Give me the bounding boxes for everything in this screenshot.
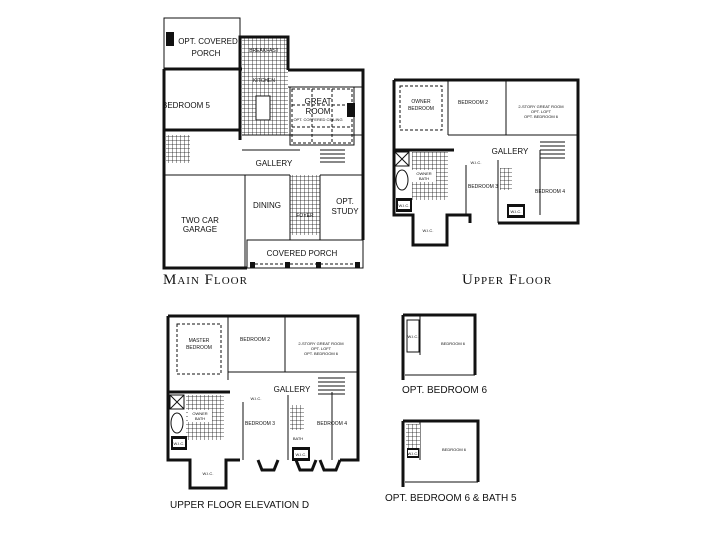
upper-floor-elevation-d-plan: MASTER BEDROOM BEDROOM 2 2-STORY GREAT R… bbox=[166, 314, 360, 490]
room-2story-great-room-l2: OPT. LOFT bbox=[311, 346, 332, 351]
room-opt-study-l2: STUDY bbox=[331, 207, 359, 216]
room-garage-l2: GARAGE bbox=[183, 225, 217, 234]
room-wic-a: W.I.C. bbox=[399, 203, 410, 208]
room-bedroom5: BEDROOM 5 bbox=[162, 101, 211, 110]
room-bedroom2: BEDROOM 2 bbox=[240, 337, 270, 343]
tub-icon bbox=[395, 169, 409, 191]
room-foyer: FOYER bbox=[296, 213, 314, 219]
room-great-room-note: OPT. COFFERED CEILING bbox=[293, 117, 342, 122]
upper-floor-title: Upper Floor bbox=[462, 272, 553, 288]
room-opt-covered-porch-l1: OPT. COVERED bbox=[178, 37, 238, 46]
room-great-room-l1: GREAT bbox=[305, 97, 332, 106]
opt-bedroom6-bath5-plan: W.I.C. BEDROOM 6 bbox=[401, 419, 480, 487]
stairs bbox=[320, 149, 345, 163]
room-wic-b: W.I.C. bbox=[203, 471, 214, 476]
room-owner-bath-l2: BATH bbox=[419, 176, 429, 181]
room-2story-great-room-l1: 2-STORY GREAT ROOM bbox=[518, 104, 563, 109]
stairs bbox=[318, 377, 345, 395]
room-gallery: GALLERY bbox=[256, 159, 293, 168]
room-owner-bath-l1: OWNER bbox=[416, 171, 431, 176]
room-master-bedroom-l2: BEDROOM bbox=[186, 345, 212, 351]
room-garage-l1: TWO CAR bbox=[181, 216, 219, 225]
room-bedroom2: BEDROOM 2 bbox=[458, 100, 488, 106]
opt-bedroom6-bath5-title: OPT. BEDROOM 6 & BATH 5 bbox=[385, 493, 517, 504]
room-bedroom3: BEDROOM 3 bbox=[468, 184, 498, 190]
room-dining: DINING bbox=[253, 201, 281, 210]
fireplace-icon bbox=[347, 103, 355, 117]
kitchen-island bbox=[255, 95, 271, 121]
room-wic-a: W.I.C. bbox=[174, 441, 185, 446]
stairs bbox=[540, 141, 565, 159]
room-owner-bedroom-l1: OWNER bbox=[411, 99, 431, 105]
room-wic-c: W.I.C. bbox=[471, 160, 482, 165]
main-floor-title: Main Floor bbox=[163, 272, 248, 288]
room-owner-bedroom-l2: BEDROOM bbox=[408, 106, 434, 112]
room-wic-c: W.I.C. bbox=[251, 396, 262, 401]
room-bath: BATH bbox=[293, 436, 303, 441]
room-2story-great-room-l3: OPT. BEDROOM 6 bbox=[304, 351, 339, 356]
room-kitchen: KITCHEN bbox=[253, 78, 275, 84]
room-2story-great-room-l3: OPT. BEDROOM 6 bbox=[524, 114, 559, 119]
room-gallery: GALLERY bbox=[274, 385, 311, 394]
room-master-bedroom-l1: MASTER bbox=[189, 338, 210, 344]
room-covered-porch: COVERED PORCH bbox=[267, 249, 338, 258]
room-great-room-l2: ROOM bbox=[306, 107, 331, 116]
room-wic: W.I.C. bbox=[408, 451, 419, 456]
room-owner-bath-l2: BATH bbox=[195, 416, 205, 421]
room-breakfast: BREAKFAST bbox=[249, 48, 278, 54]
room-wic-d: W.I.C. bbox=[296, 452, 307, 457]
main-floor-plan: OPT. COVERED PORCH BREAKFAST KITCHEN GRE… bbox=[162, 17, 365, 270]
room-bedroom6: BEDROOM 6 bbox=[442, 447, 467, 452]
room-bedroom4: BEDROOM 4 bbox=[317, 421, 347, 427]
room-bedroom6: BEDROOM 6 bbox=[441, 341, 466, 346]
upper-floor-elevation-d-title: UPPER FLOOR ELEVATION D bbox=[170, 500, 310, 511]
room-bedroom3: BEDROOM 3 bbox=[245, 421, 275, 427]
room-wic: W.I.C. bbox=[408, 334, 419, 339]
room-opt-covered-porch-l2: PORCH bbox=[192, 49, 221, 58]
upper-floor-plan: OWNER BEDROOM BEDROOM 2 2-STORY GREAT RO… bbox=[392, 78, 580, 247]
room-owner-bath-l1: OWNER bbox=[192, 411, 207, 416]
opt-bedroom6-plan: W.I.C. BEDROOM 6 bbox=[401, 313, 477, 380]
room-gallery: GALLERY bbox=[492, 147, 529, 156]
room-wic-d: W.I.C. bbox=[511, 209, 522, 214]
fireplace-icon bbox=[166, 32, 174, 46]
room-bedroom4: BEDROOM 4 bbox=[535, 189, 565, 195]
room-2story-great-room-l1: 2-STORY GREAT ROOM bbox=[298, 341, 343, 346]
room-2story-great-room-l2: OPT. LOFT bbox=[531, 109, 552, 114]
room-wic-b: W.I.C. bbox=[423, 228, 434, 233]
room-opt-study-l1: OPT. bbox=[336, 197, 354, 206]
opt-bedroom6-title: OPT. BEDROOM 6 bbox=[402, 385, 488, 396]
